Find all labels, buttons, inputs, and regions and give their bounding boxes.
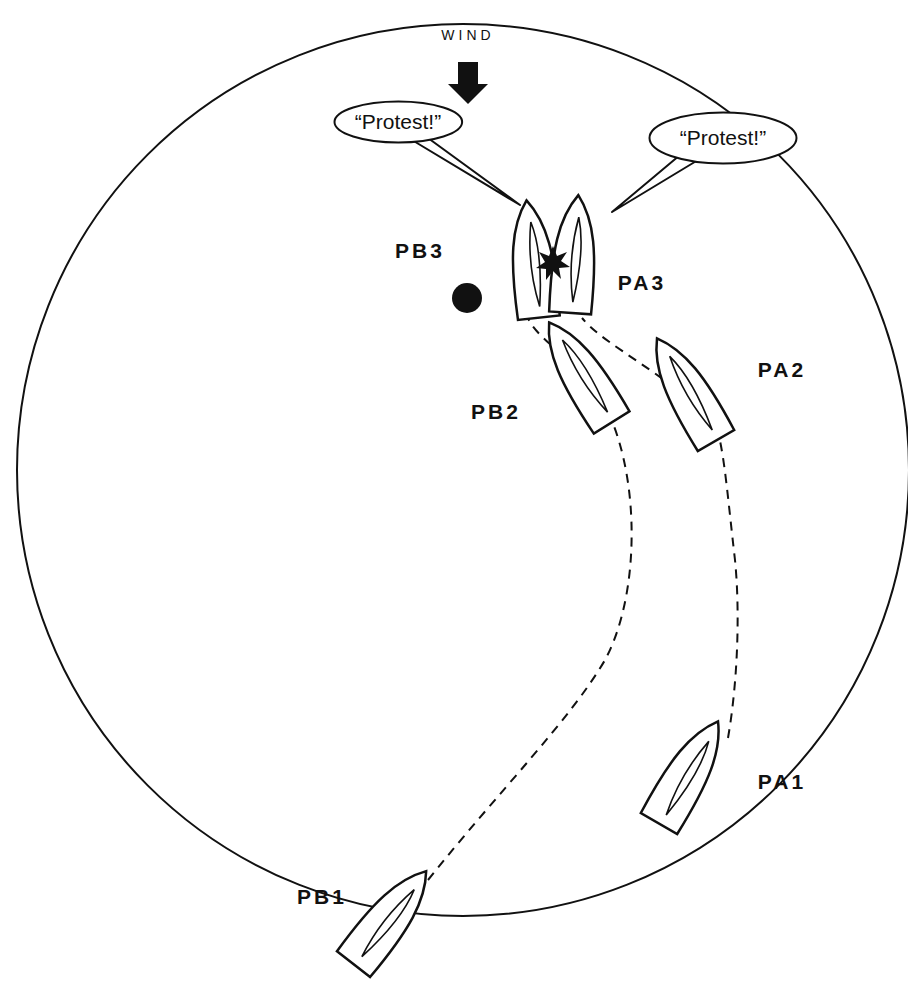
boat-label: PA2 [758,358,806,382]
wind-label: WIND [441,27,494,43]
bubble-tail [612,155,698,212]
speech-bubble: “Protest!” [333,100,464,144]
zone-circle [17,24,908,916]
boat-label: PB3 [395,239,445,263]
boat-label: PB1 [297,885,347,909]
boat-label: PB2 [471,400,521,424]
boat-pa1 [640,711,736,835]
speech-bubble: “Protest!” [648,111,798,165]
mark [452,283,482,313]
bubble-text: “Protest!” [355,110,441,134]
bubble-text: “Protest!” [680,126,766,150]
boat-pa3 [549,194,600,315]
boat-pb1 [337,858,443,977]
boat-label: PA3 [618,271,666,295]
boat-label: PA1 [758,770,806,794]
boat-pb2 [531,311,630,434]
boat-pa2 [638,328,734,452]
collision-star [536,246,570,280]
wind-arrow [448,62,488,104]
bubble-tail [412,138,520,205]
